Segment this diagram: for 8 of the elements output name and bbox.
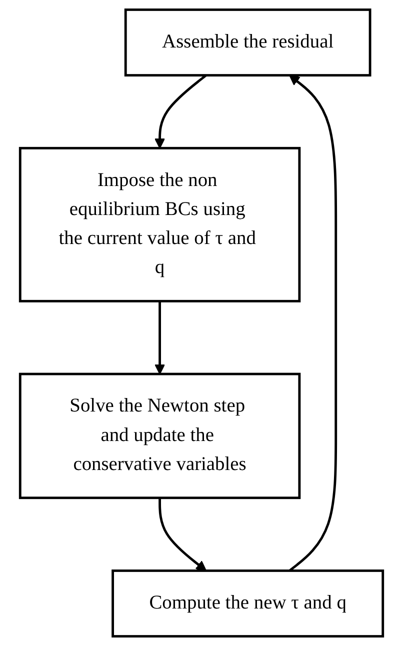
node-box: Impose the non equilibrium BCs using the current value of τ and q [18,146,301,302]
node-box: Assemble the residual [124,8,372,76]
node-box: Solve the Newton step and update the conservative variables [18,372,301,500]
arrow [154,74,207,149]
arrow [158,498,207,572]
arrow [154,301,166,374]
arrow [288,74,338,572]
node-box: Compute the new τ and q [112,570,384,638]
